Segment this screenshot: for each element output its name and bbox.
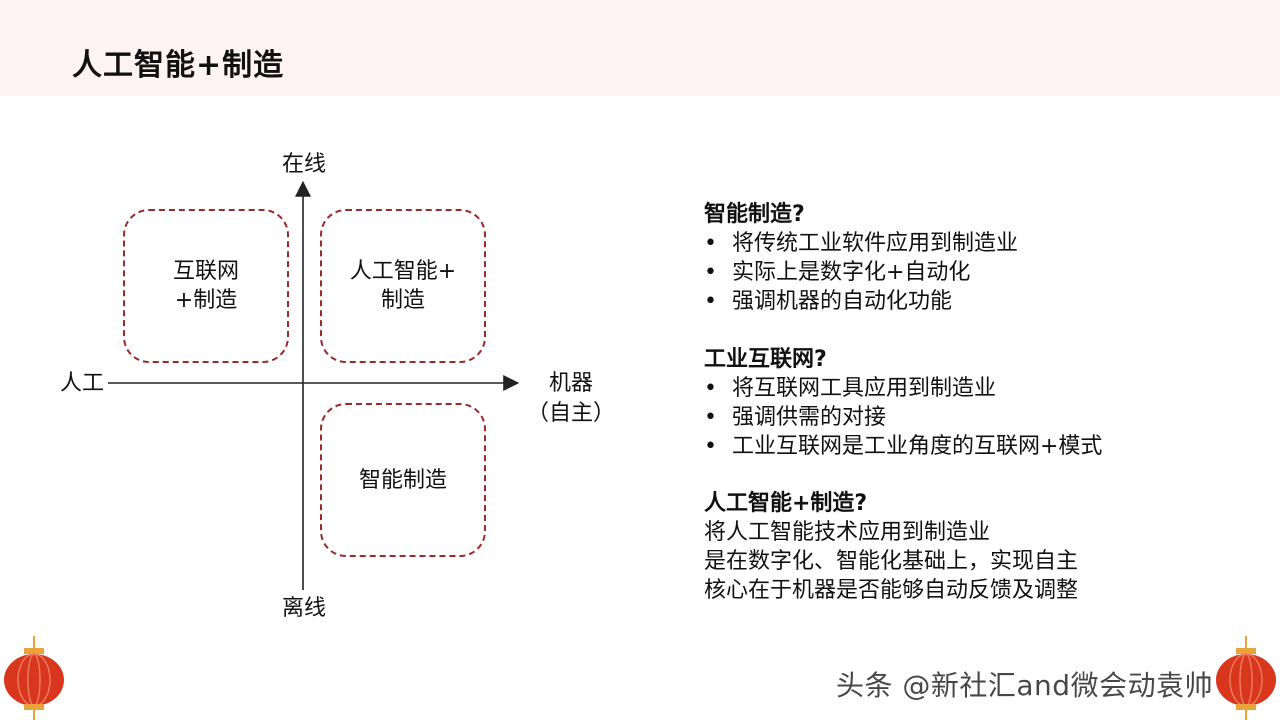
list-item: •实际上是数字化+自动化 (704, 260, 971, 285)
quadrant-label-line: 智能制造 (358, 467, 447, 493)
watermark: 头条 @新社汇and微会动袁帅 (836, 669, 1214, 702)
axis-label-offline: 离线 (281, 596, 326, 621)
quadrant-smart-manufacturing: 智能制造 (320, 403, 486, 557)
quadrant-ai-manufacturing: 人工智能+ 制造 (320, 209, 486, 363)
axis-label-manual: 人工 (59, 371, 104, 396)
quadrant-label-line: +制造 (174, 288, 238, 313)
list-item: •将互联网工具应用到制造业 (704, 376, 997, 401)
lantern-right-icon (1216, 636, 1276, 720)
axis-label-online: 在线 (281, 152, 326, 177)
text-line: 是在数字化、智能化基础上，实现自主 (704, 549, 1079, 574)
quadrant-label-line: 人工智能+ (349, 259, 457, 284)
bullet-icon: • (704, 376, 717, 401)
lantern-left-icon (4, 636, 64, 720)
section-smart-manufacturing: 智能制造? •将传统工业软件应用到制造业 •实际上是数字化+自动化 •强调机器的… (704, 200, 1018, 316)
bullet-icon: • (704, 231, 717, 256)
header-band (0, 0, 1280, 96)
quadrant-internet-manufacturing: 互联网 +制造 (123, 209, 289, 363)
slide-title: 人工智能+制造 (72, 48, 285, 83)
bullet-icon: • (704, 434, 717, 459)
list-item: •工业互联网是工业角度的互联网+模式 (704, 434, 1103, 459)
list-item: •强调机器的自动化功能 (704, 289, 953, 314)
list-item: •强调供需的对接 (704, 405, 887, 430)
bullet-icon: • (704, 260, 717, 285)
axis-label-machine-line2: （自主） (526, 401, 615, 426)
section-industrial-internet: 工业互联网? •将互联网工具应用到制造业 •强调供需的对接 •工业互联网是工业角… (704, 345, 1102, 461)
section-title: 人工智能+制造? (704, 491, 868, 516)
text-line: 核心在于机器是否能够自动反馈及调整 (704, 578, 1079, 603)
bullet-icon: • (704, 289, 717, 314)
bullet-icon: • (704, 405, 717, 430)
section-ai-manufacturing: 人工智能+制造? 将人工智能技术应用到制造业 是在数字化、智能化基础上，实现自主… (704, 489, 1078, 605)
quadrant-label-line: 互联网 (172, 259, 239, 284)
quadrant-label-line: 制造 (380, 288, 425, 313)
section-title: 智能制造? (704, 202, 805, 227)
text-line: 将人工智能技术应用到制造业 (704, 520, 991, 545)
section-title: 工业互联网? (704, 347, 827, 372)
axis-label-machine-line1: 机器 (548, 371, 593, 396)
list-item: •将传统工业软件应用到制造业 (704, 231, 1019, 256)
axis-label-machine: 机器 （自主） (526, 369, 616, 429)
